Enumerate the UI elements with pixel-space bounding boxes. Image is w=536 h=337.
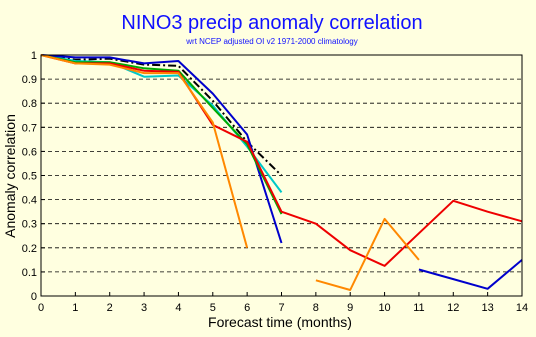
y-tick-label: 0.8 [22, 98, 37, 110]
chart-title: NINO3 precip anomaly correlation [121, 12, 422, 34]
series-line-1 [40, 54, 283, 177]
y-tick-label: 0.5 [22, 171, 37, 183]
series-line-6 [315, 217, 420, 291]
y-tick-label: 0.3 [22, 219, 37, 231]
series-line-6 [40, 54, 249, 249]
y-tick-label: 0.9 [22, 74, 37, 86]
y-tick-label: 0.1 [22, 267, 37, 279]
x-tick-label: 5 [210, 302, 216, 314]
x-tick-label: 11 [413, 302, 424, 314]
x-tick-label: 9 [347, 302, 353, 314]
y-tick-label: 0.6 [22, 146, 37, 158]
x-tick-label: 7 [278, 302, 284, 314]
y-tick-label: 1 [31, 50, 37, 62]
x-tick-label: 8 [313, 302, 319, 314]
series-line-5 [40, 54, 523, 267]
x-tick-label: 13 [482, 302, 494, 314]
series-layer [40, 54, 523, 291]
x-tick-label: 14 [516, 302, 528, 314]
series-line-2 [40, 54, 283, 194]
x-tick-label: 2 [107, 302, 113, 314]
x-tick-label: 0 [38, 302, 44, 314]
x-axis-label: Forecast time (months) [208, 314, 352, 330]
y-tick-label: 0.7 [22, 122, 37, 134]
y-axis-label: Anomaly correlation [2, 114, 18, 238]
x-tick-label: 10 [378, 302, 390, 314]
x-tick-label: 4 [175, 302, 181, 314]
x-tick-label: 3 [141, 302, 147, 314]
x-tick-label: 12 [447, 302, 459, 314]
y-tick-label: 0.2 [22, 243, 37, 255]
x-tick-label: 6 [244, 302, 250, 314]
series-line-3 [40, 54, 283, 244]
x-tick-label: 1 [72, 302, 78, 314]
y-tick-label: 0 [31, 291, 37, 303]
chart-subtitle: wrt NCEP adjusted OI v2 1971-2000 climat… [185, 37, 358, 46]
y-tick-label: 0.4 [22, 195, 37, 207]
series-line-3 [418, 259, 523, 290]
